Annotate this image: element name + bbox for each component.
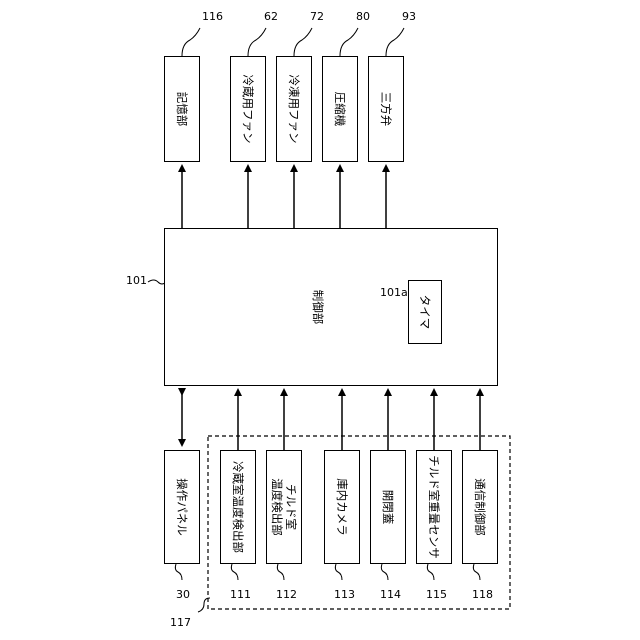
ref-117: 117 bbox=[170, 616, 191, 629]
weight-sensor-box: チルド室重量センサ bbox=[416, 450, 452, 564]
fridge-temp-sensor-label: 冷蔵室温度検出部 bbox=[231, 461, 245, 553]
three-way-valve-box: 三方弁 bbox=[368, 56, 404, 162]
ref-80: 80 bbox=[356, 10, 370, 23]
ref-114: 114 bbox=[380, 588, 401, 601]
controller-box: 制御部 bbox=[164, 228, 498, 386]
storage-label: 記憶部 bbox=[175, 92, 189, 127]
operation-panel-label: 操作パネル bbox=[175, 478, 189, 536]
timer-box: タイマ bbox=[408, 280, 442, 344]
controller-label: 制御部 bbox=[311, 290, 325, 325]
freezer-fan-label: 冷凍用ファン bbox=[287, 75, 301, 144]
leader-112 bbox=[277, 564, 284, 580]
lid-box: 開閉蓋 bbox=[370, 450, 406, 564]
timer-label: タイマ bbox=[418, 295, 432, 330]
ref-116: 116 bbox=[202, 10, 223, 23]
leader-93 bbox=[386, 28, 404, 56]
comm-control-label: 通信制御部 bbox=[473, 478, 487, 536]
ref-101: 101 bbox=[126, 274, 147, 287]
leader-111 bbox=[231, 564, 238, 580]
three-way-valve-label: 三方弁 bbox=[379, 92, 393, 127]
leader-114 bbox=[381, 564, 388, 580]
leader-113 bbox=[335, 564, 342, 580]
leader-80 bbox=[340, 28, 358, 56]
fridge-fan-label: 冷蔵用ファン bbox=[241, 75, 255, 144]
chilled-temp-sensor-label: チルド室 温度検出部 bbox=[270, 478, 298, 536]
leader-115 bbox=[427, 564, 434, 580]
ref-115: 115 bbox=[426, 588, 447, 601]
comm-control-box: 通信制御部 bbox=[462, 450, 498, 564]
camera-label: 庫内カメラ bbox=[335, 478, 349, 536]
ref-101a: 101a bbox=[380, 286, 408, 299]
lid-label: 開閉蓋 bbox=[381, 490, 395, 525]
fridge-temp-sensor-box: 冷蔵室温度検出部 bbox=[220, 450, 256, 564]
leader-30 bbox=[175, 564, 182, 580]
compressor-box: 圧縮機 bbox=[322, 56, 358, 162]
operation-panel-box: 操作パネル bbox=[164, 450, 200, 564]
leader-118 bbox=[473, 564, 480, 580]
fridge-fan-box: 冷蔵用ファン bbox=[230, 56, 266, 162]
ref-111: 111 bbox=[230, 588, 251, 601]
compressor-label: 圧縮機 bbox=[333, 92, 347, 127]
ref-93: 93 bbox=[402, 10, 416, 23]
ref-62: 62 bbox=[264, 10, 278, 23]
chilled-temp-sensor-box: チルド室 温度検出部 bbox=[266, 450, 302, 564]
freezer-fan-box: 冷凍用ファン bbox=[276, 56, 312, 162]
ref-30: 30 bbox=[176, 588, 190, 601]
storage-box: 記憶部 bbox=[164, 56, 200, 162]
leader-72 bbox=[294, 28, 312, 56]
ref-112: 112 bbox=[276, 588, 297, 601]
ref-72: 72 bbox=[310, 10, 324, 23]
ref-113: 113 bbox=[334, 588, 355, 601]
leader-116 bbox=[182, 28, 200, 56]
leader-62 bbox=[248, 28, 266, 56]
weight-sensor-label: チルド室重量センサ bbox=[427, 455, 441, 559]
camera-box: 庫内カメラ bbox=[324, 450, 360, 564]
ref-118: 118 bbox=[472, 588, 493, 601]
